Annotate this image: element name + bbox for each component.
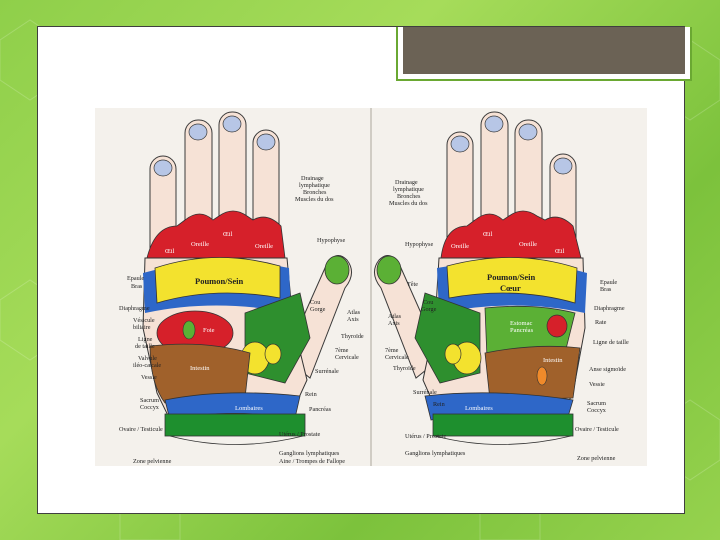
- svg-text:Zone pelvienne: Zone pelvienne: [577, 455, 616, 462]
- svg-text:Hypophyse: Hypophyse: [405, 241, 433, 248]
- svg-text:Oreille: Oreille: [255, 243, 273, 250]
- svg-text:Diaphragme: Diaphragme: [119, 305, 150, 312]
- svg-text:Œil: Œil: [555, 248, 565, 255]
- svg-text:Surrénale: Surrénale: [413, 389, 437, 396]
- svg-text:Poumon/Sein: Poumon/Sein: [487, 272, 535, 282]
- svg-text:Tête: Tête: [407, 281, 418, 288]
- svg-text:Axis: Axis: [388, 320, 400, 327]
- svg-text:Zone pelvienne: Zone pelvienne: [133, 458, 172, 465]
- svg-text:Cervicale: Cervicale: [385, 354, 409, 361]
- svg-text:Lombaires: Lombaires: [235, 405, 263, 412]
- svg-text:Aine / Trompes de Fallope: Aine / Trompes de Fallope: [279, 458, 345, 465]
- svg-text:Pancréas: Pancréas: [309, 406, 332, 413]
- svg-text:Intestin: Intestin: [190, 365, 210, 372]
- svg-text:Estomac: Estomac: [510, 320, 532, 327]
- svg-text:Gorge: Gorge: [310, 306, 326, 313]
- svg-text:Bronches: Bronches: [397, 193, 421, 200]
- svg-text:Lombaires: Lombaires: [465, 405, 493, 412]
- svg-text:Cervicale: Cervicale: [335, 354, 359, 361]
- svg-text:Anse sigmoïde: Anse sigmoïde: [589, 366, 626, 373]
- svg-text:Sacrum: Sacrum: [140, 397, 159, 404]
- svg-text:Ligne de taille: Ligne de taille: [593, 339, 629, 346]
- slide-title-box: [396, 27, 692, 81]
- svg-text:Thyroïde: Thyroïde: [393, 365, 416, 372]
- svg-text:Rate: Rate: [595, 319, 607, 326]
- svg-text:Ganglions lymphatiques: Ganglions lymphatiques: [405, 450, 466, 457]
- title-placeholder: [403, 27, 685, 74]
- svg-text:Utérus / Prostate: Utérus / Prostate: [279, 431, 320, 438]
- svg-text:7ème: 7ème: [335, 347, 349, 354]
- svg-text:Bras: Bras: [131, 283, 143, 290]
- svg-text:Atlas: Atlas: [347, 309, 361, 316]
- svg-text:Sacrum: Sacrum: [587, 400, 606, 407]
- svg-text:Vésicule: Vésicule: [133, 317, 155, 324]
- svg-text:Oreille: Oreille: [451, 243, 469, 250]
- svg-text:de taille: de taille: [135, 343, 155, 350]
- svg-text:biliaire: biliaire: [133, 324, 151, 331]
- svg-text:Drainage: Drainage: [301, 175, 324, 182]
- svg-text:Rein: Rein: [305, 391, 317, 398]
- svg-text:Vessie: Vessie: [141, 374, 157, 381]
- svg-text:Ovaire / Testicule: Ovaire / Testicule: [119, 426, 163, 433]
- svg-text:lymphatique: lymphatique: [393, 186, 424, 193]
- svg-text:Oreille: Oreille: [519, 241, 537, 248]
- svg-text:Ganglions lymphatiques: Ganglions lymphatiques: [279, 450, 340, 457]
- svg-text:7ème: 7ème: [385, 347, 399, 354]
- svg-text:Cou: Cou: [310, 299, 320, 306]
- svg-text:Foie: Foie: [203, 327, 215, 334]
- svg-text:Oreille: Oreille: [191, 241, 209, 248]
- svg-text:Surrénale: Surrénale: [315, 368, 339, 375]
- svg-text:lymphatique: lymphatique: [299, 182, 330, 189]
- svg-text:Epaule: Epaule: [127, 275, 144, 282]
- svg-text:Œil: Œil: [165, 248, 175, 255]
- right-intestin-zone: [485, 346, 580, 400]
- svg-text:Coccyx: Coccyx: [587, 407, 607, 414]
- svg-text:Cou: Cou: [423, 299, 433, 306]
- svg-text:Œil: Œil: [223, 231, 233, 238]
- svg-text:Thyroïde: Thyroïde: [341, 333, 364, 340]
- svg-text:Coccyx: Coccyx: [140, 404, 160, 411]
- svg-text:Ovaire / Testicule: Ovaire / Testicule: [575, 426, 619, 433]
- svg-text:Bras: Bras: [600, 286, 612, 293]
- svg-text:Intestin: Intestin: [543, 357, 563, 364]
- svg-text:Valvule: Valvule: [138, 355, 157, 362]
- svg-text:Diaphragme: Diaphragme: [594, 305, 625, 312]
- svg-text:Bronches: Bronches: [303, 189, 327, 196]
- svg-text:Ligne: Ligne: [138, 336, 153, 343]
- svg-text:Cœur: Cœur: [500, 283, 521, 293]
- svg-text:Hypophyse: Hypophyse: [317, 237, 345, 244]
- svg-text:Muscles du dos: Muscles du dos: [389, 200, 428, 207]
- svg-text:Drainage: Drainage: [395, 179, 418, 186]
- svg-text:Axis: Axis: [347, 316, 359, 323]
- svg-text:Muscles du dos: Muscles du dos: [295, 196, 334, 203]
- hand-reflexology-chart: Œil Oreille Œil Oreille Poumon/Sein Foie…: [95, 108, 647, 466]
- svg-text:Rein: Rein: [433, 401, 445, 408]
- svg-text:Vessie: Vessie: [589, 381, 605, 388]
- svg-text:Pancréas: Pancréas: [510, 327, 534, 334]
- svg-text:Utérus / Prostate: Utérus / Prostate: [405, 433, 446, 440]
- svg-text:Œil: Œil: [483, 231, 493, 238]
- svg-text:Poumon/Sein: Poumon/Sein: [195, 276, 243, 286]
- svg-text:iléo-cæcale: iléo-cæcale: [133, 362, 161, 369]
- svg-text:Atlas: Atlas: [388, 313, 402, 320]
- svg-text:Epaule: Epaule: [600, 279, 617, 286]
- svg-text:Gorge: Gorge: [421, 306, 437, 313]
